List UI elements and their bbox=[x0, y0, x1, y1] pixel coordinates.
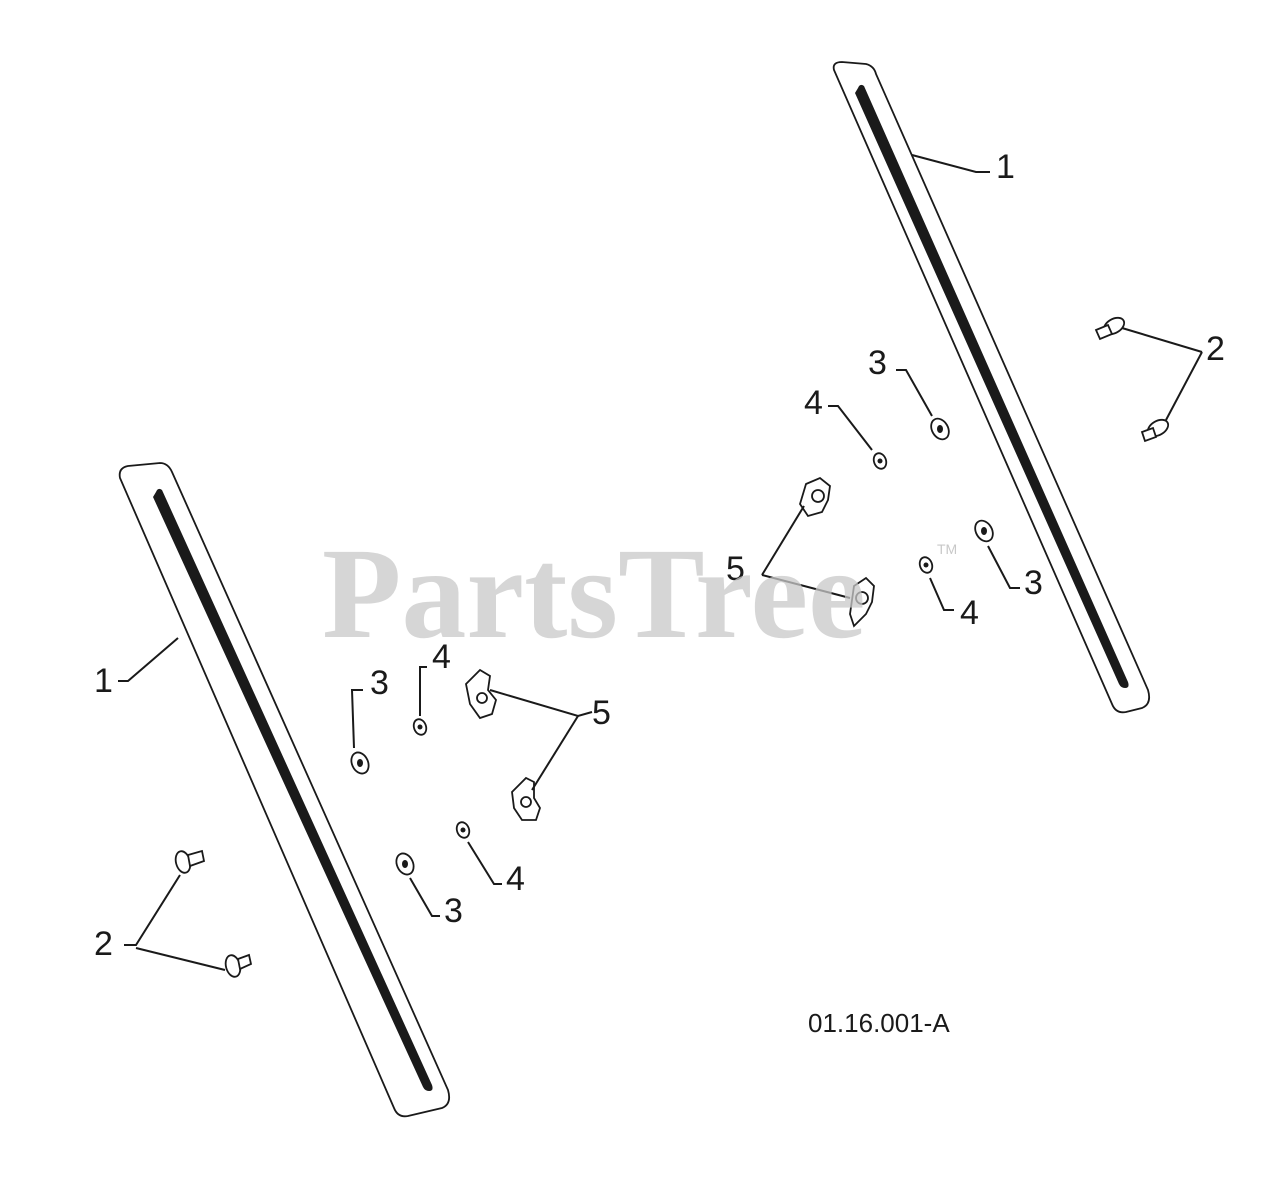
right-wing-nut-lower[interactable] bbox=[849, 576, 875, 628]
left-bolt-upper[interactable] bbox=[173, 849, 206, 875]
left-washer-lower[interactable] bbox=[393, 851, 417, 878]
left-nut-upper[interactable] bbox=[412, 717, 429, 736]
right-bolt-upper[interactable] bbox=[1094, 314, 1127, 341]
right-callout-1: 1 bbox=[996, 148, 1015, 186]
right-callout-3-lower: 3 bbox=[1024, 564, 1043, 602]
right-rail[interactable] bbox=[832, 61, 1151, 714]
right-nut-upper[interactable] bbox=[872, 451, 889, 470]
left-leader-lines bbox=[118, 637, 593, 971]
partstree-watermark: PartsTree bbox=[322, 522, 866, 666]
figure-code: 01.16.001-A bbox=[808, 1008, 950, 1038]
left-nut-lower[interactable] bbox=[455, 820, 472, 839]
left-callout-3-lower: 3 bbox=[444, 892, 463, 930]
right-callout-4-lower: 4 bbox=[960, 594, 979, 632]
right-leader-lines bbox=[761, 154, 1203, 611]
left-callout-1: 1 bbox=[94, 662, 113, 700]
right-callout-3-upper: 3 bbox=[868, 344, 887, 382]
left-callout-4-lower: 4 bbox=[506, 860, 525, 898]
left-callout-4-upper: 4 bbox=[432, 638, 451, 676]
right-bolt-lower[interactable] bbox=[1140, 416, 1171, 443]
right-callout-2: 2 bbox=[1206, 330, 1225, 368]
left-washer-upper[interactable] bbox=[348, 750, 372, 777]
left-callout-5: 5 bbox=[592, 694, 611, 732]
right-callout-4-upper: 4 bbox=[804, 384, 823, 422]
left-rail[interactable] bbox=[118, 462, 451, 1118]
trademark-symbol: TM bbox=[937, 541, 957, 557]
right-callout-5: 5 bbox=[726, 550, 745, 588]
left-callout-2: 2 bbox=[94, 925, 113, 963]
left-wing-nut-upper[interactable] bbox=[465, 668, 497, 720]
right-wing-nut-upper[interactable] bbox=[799, 476, 831, 518]
left-callout-3-upper: 3 bbox=[370, 664, 389, 702]
right-washer-lower[interactable] bbox=[972, 517, 997, 544]
left-bolt-lower[interactable] bbox=[223, 953, 253, 979]
right-nut-lower[interactable] bbox=[918, 555, 935, 574]
right-washer-upper[interactable] bbox=[928, 415, 953, 442]
